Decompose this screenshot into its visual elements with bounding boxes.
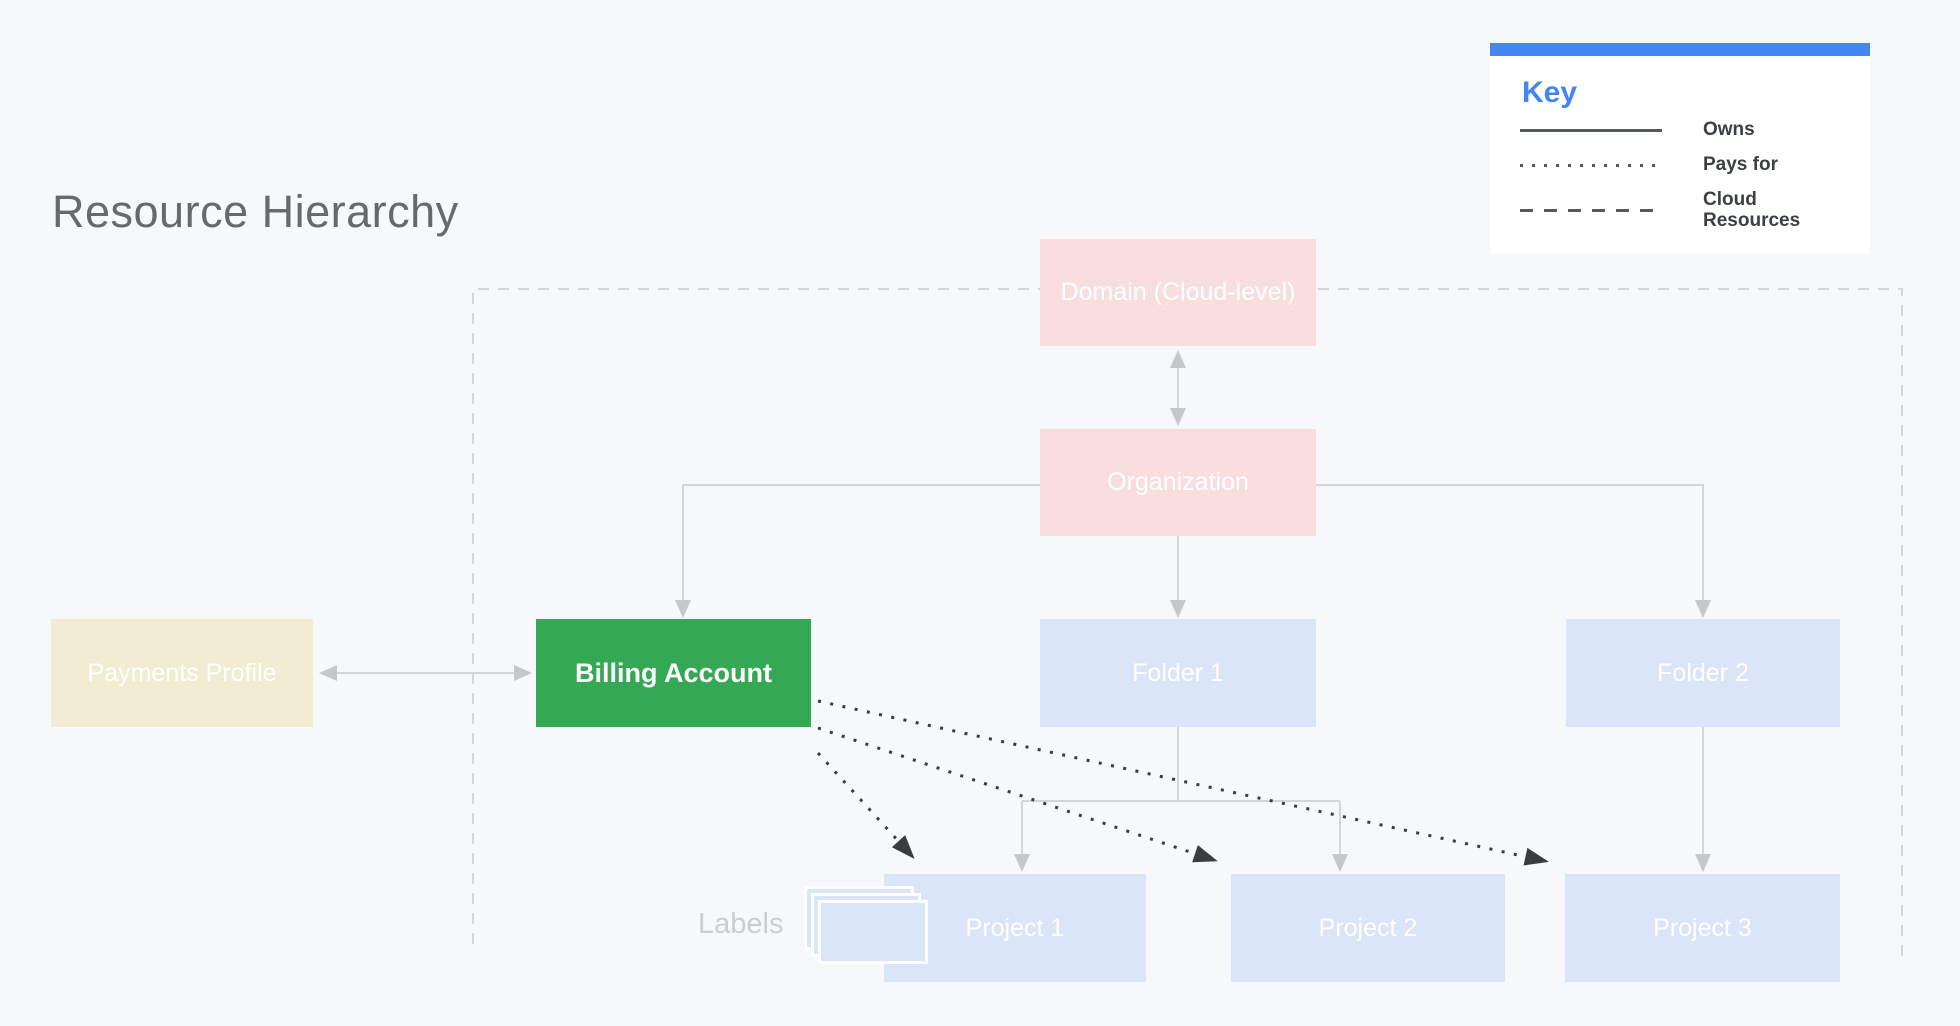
key-item-label: Pays for	[1703, 153, 1778, 175]
owns-connector-folder1-branch	[1022, 727, 1340, 802]
node-folder-2: Folder 2	[1566, 619, 1840, 727]
pays-for-arrow-billing-account-project1	[816, 751, 915, 859]
owns-connector-organization-folder2	[1316, 484, 1711, 618]
key-title: Key	[1522, 76, 1578, 109]
node-organization: Organization	[1040, 429, 1316, 536]
owns-connector-organization-billing-account	[675, 484, 1040, 618]
node-billing-account: Billing Account	[536, 619, 811, 727]
key-row-owns: Owns	[1520, 119, 1850, 141]
key-row-cloud-resources: Cloud Resources	[1520, 188, 1850, 232]
solid-line-sample	[1520, 128, 1662, 132]
key-panel: Key Owns Pays for Cloud Resources	[1490, 43, 1870, 254]
key-item-label: Cloud Resources	[1703, 188, 1801, 231]
dashed-line-sample	[1520, 209, 1662, 213]
key-accent-bar	[1490, 43, 1870, 56]
key-item-label: Owns	[1703, 119, 1755, 140]
pays-for-arrow-billing-account-project2	[817, 726, 1218, 863]
node-domain: Domain (Cloud-level)	[1040, 239, 1316, 346]
node-project-3: Project 3	[1565, 874, 1840, 982]
label-card	[818, 900, 928, 964]
node-project-2: Project 2	[1231, 874, 1505, 982]
labels-caption: Labels	[698, 908, 784, 940]
node-payments-profile: Payments Profile	[51, 619, 313, 727]
dotted-line-sample	[1520, 163, 1662, 167]
node-folder-1: Folder 1	[1040, 619, 1316, 727]
page-title: Resource Hierarchy	[52, 186, 459, 237]
key-body: Key Owns Pays for Cloud Resources	[1490, 56, 1870, 254]
key-row-pays-for: Pays for	[1520, 153, 1850, 176]
